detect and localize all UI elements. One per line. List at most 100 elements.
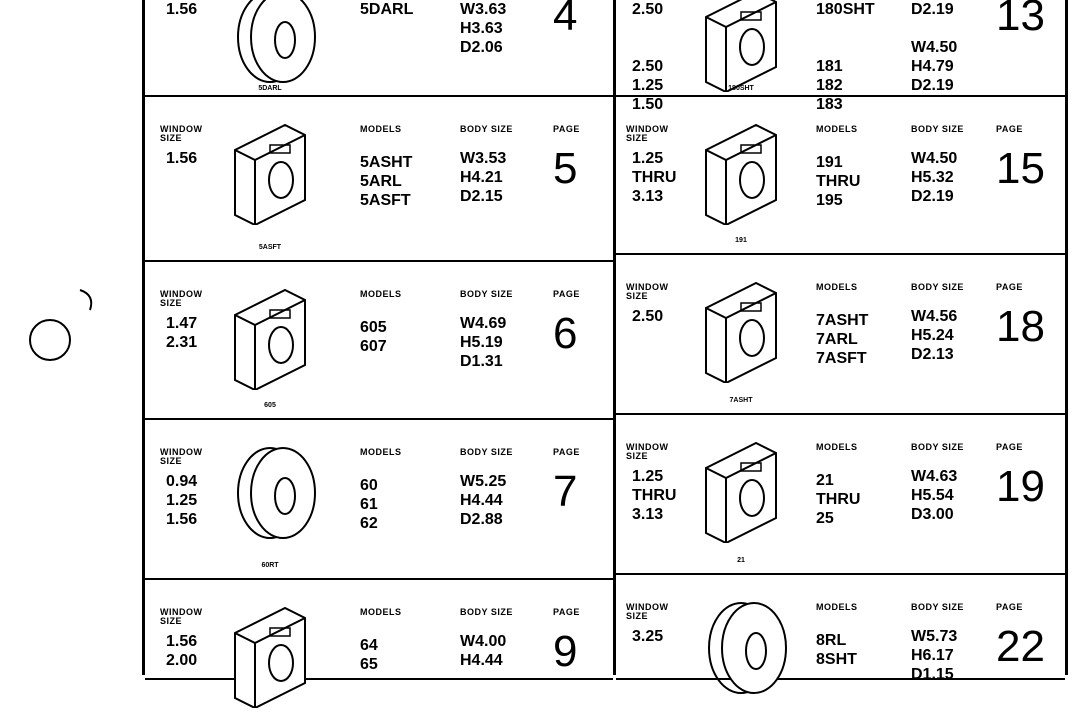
transformer-drawing-icon <box>225 0 325 97</box>
page-number-link[interactable]: 13 <box>996 0 1045 40</box>
window-value: 2.50 <box>632 308 664 325</box>
page-number-link[interactable]: 4 <box>553 0 578 40</box>
transformer-drawing-icon <box>225 598 325 713</box>
page-header: PAGE <box>553 124 580 134</box>
body-header: BODY SIZE <box>460 124 513 134</box>
transformer-drawing-icon <box>696 0 796 97</box>
drawing-label: 5ASFT <box>258 244 282 251</box>
body-value: D2.88 <box>460 511 503 528</box>
page-header: PAGE <box>553 447 580 457</box>
models-value: 61 <box>360 496 378 513</box>
models-value: 183 <box>816 96 843 113</box>
window-value: 2.50 <box>632 1 664 18</box>
models-value: 181 <box>816 58 843 75</box>
models-header: MODELS <box>816 602 858 612</box>
page-number-link[interactable]: 18 <box>996 302 1045 351</box>
window-values: 3.25 <box>632 627 663 646</box>
body-value: H4.21 <box>460 169 503 186</box>
body-header: BODY SIZE <box>460 447 513 457</box>
models-value: 8RL <box>816 632 847 649</box>
window-header: WINDOW SIZE <box>626 124 669 143</box>
body-value: H3.63 <box>460 20 503 37</box>
window-value: 3.13 <box>632 506 664 523</box>
body-value: H5.19 <box>460 334 503 351</box>
body-value: H4.44 <box>460 492 503 509</box>
transformer-drawing-icon <box>696 593 796 708</box>
transformer-drawing-icon <box>225 438 325 553</box>
body-value: H4.79 <box>911 58 954 75</box>
window-value: 3.25 <box>632 628 664 645</box>
page-number-link[interactable]: 15 <box>996 144 1045 193</box>
body-value: W3.53 <box>460 150 507 167</box>
page-header: PAGE <box>996 602 1023 612</box>
page-number-link[interactable]: 22 <box>996 622 1045 671</box>
models-value: 21 <box>816 472 834 489</box>
transformer-drawing-icon <box>696 273 796 388</box>
models-value: 62 <box>360 515 378 532</box>
models-value: 60 <box>360 477 378 494</box>
window-value: 2.00 <box>166 652 198 669</box>
models-value: 195 <box>816 192 843 209</box>
models-value: 5DARL <box>360 1 414 18</box>
page-number-link[interactable]: 5 <box>553 144 578 193</box>
body-value: H5.24 <box>911 327 954 344</box>
models-values: 60 61 62 <box>360 476 378 533</box>
window-value <box>632 19 663 38</box>
models-value <box>816 38 875 57</box>
page-number-link[interactable]: 9 <box>553 627 578 676</box>
body-value: W3.63 <box>460 1 507 18</box>
models-header: MODELS <box>360 447 402 457</box>
page-number-link[interactable]: 7 <box>553 467 578 516</box>
models-value: 5ASFT <box>360 192 411 209</box>
body-value: W4.00 <box>460 633 507 650</box>
window-value: 1.56 <box>166 1 198 18</box>
page-number-link[interactable]: 19 <box>996 462 1045 511</box>
models-value: 180SHT <box>816 1 875 18</box>
body-value: D3.00 <box>911 506 954 523</box>
window-value: 2.31 <box>166 334 198 351</box>
body-value: H6.17 <box>911 647 954 664</box>
window-value: 1.56 <box>166 511 198 528</box>
window-header: WINDOW SIZE <box>160 607 203 626</box>
models-value: 8SHT <box>816 651 857 668</box>
window-value: 2.50 <box>632 58 664 75</box>
page-number-link[interactable]: 6 <box>553 309 578 358</box>
body-value: W4.50 <box>911 39 958 56</box>
body-header: BODY SIZE <box>911 282 964 292</box>
window-value: 1.25 <box>632 150 664 167</box>
body-value <box>911 19 957 38</box>
transformer-drawing-icon <box>225 115 325 230</box>
body-value: W4.63 <box>911 468 958 485</box>
models-value: THRU <box>816 173 861 190</box>
models-value: 191 <box>816 154 843 171</box>
window-value: 1.56 <box>166 633 198 650</box>
body-value: D2.19 <box>911 77 954 94</box>
models-values: 5DARL <box>360 0 413 19</box>
models-value <box>816 19 875 38</box>
body-value: W5.73 <box>911 628 958 645</box>
window-value: 1.25 <box>632 468 664 485</box>
body-header: BODY SIZE <box>911 124 964 134</box>
body-value: D2.19 <box>911 1 954 18</box>
models-value: 5ARL <box>360 173 402 190</box>
window-header: WINDOW SIZE <box>626 602 669 621</box>
window-header: WINDOW SIZE <box>626 442 669 461</box>
drawing-label: 180SHT <box>728 85 754 92</box>
